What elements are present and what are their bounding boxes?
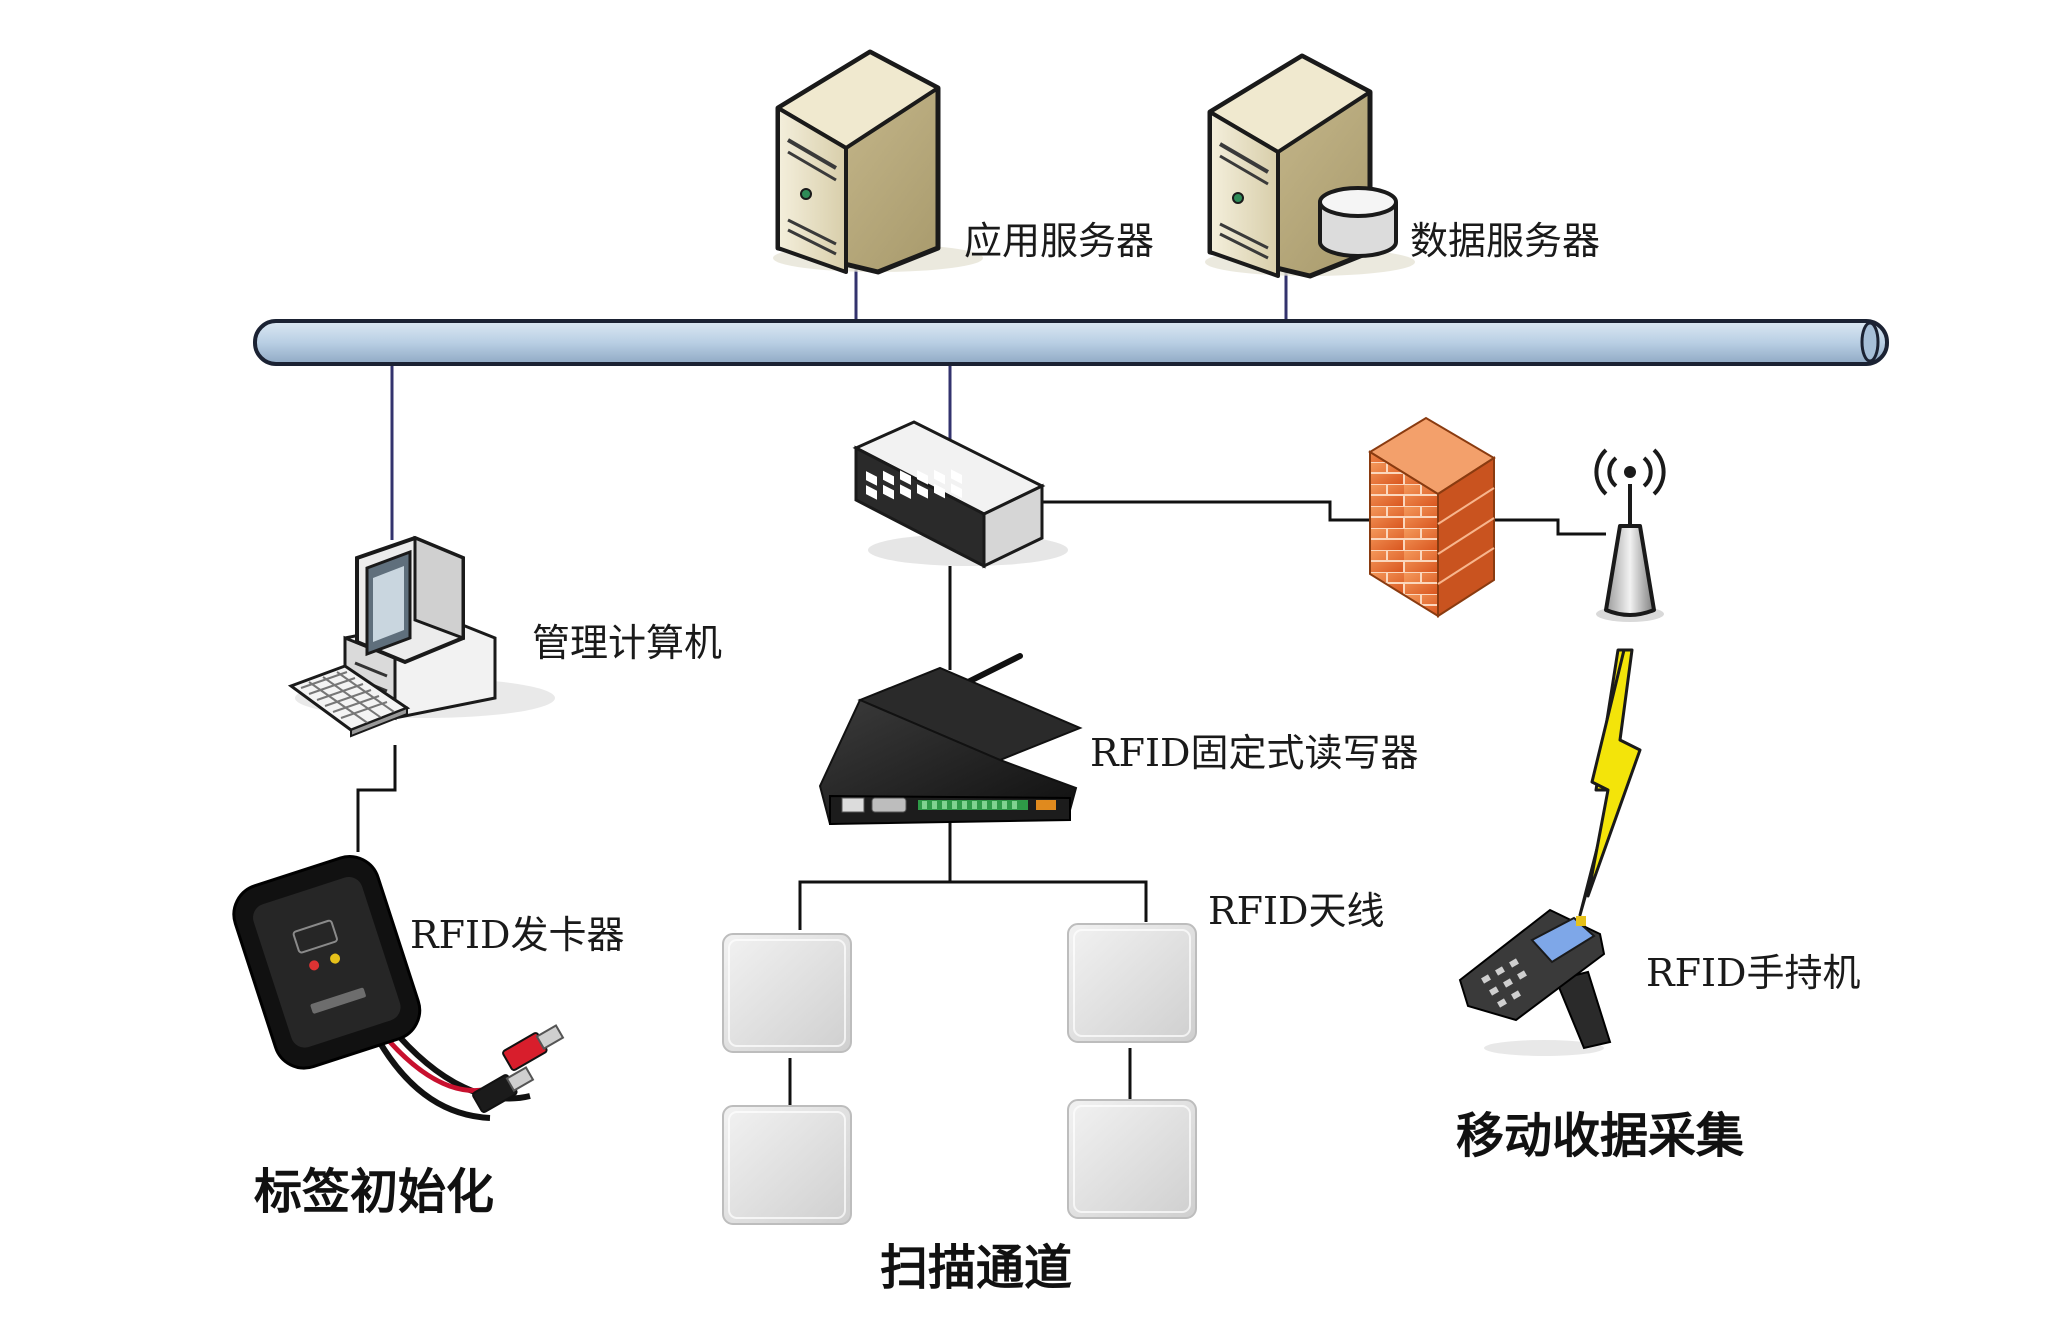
switch-to-firewall-link xyxy=(1040,500,1372,522)
computer-icon xyxy=(287,535,555,738)
network-bus xyxy=(253,319,1889,366)
card-issuer-icon xyxy=(232,855,565,1121)
scan-channel-caption: 扫描通道 xyxy=(880,1240,1072,1296)
antenna-panel-icon xyxy=(1067,923,1197,1043)
database-icon xyxy=(1318,186,1398,258)
data-server-label: 数据服务器 xyxy=(1410,219,1600,263)
fixed-reader-label: RFID固定式读写器 xyxy=(1090,731,1418,775)
rfid-reader-icon xyxy=(818,653,1083,826)
firewall-icon xyxy=(1368,416,1496,618)
handheld-label: RFID手持机 xyxy=(1646,951,1860,995)
firewall-to-tower-link xyxy=(1490,518,1606,536)
app-server-label: 应用服务器 xyxy=(964,219,1154,263)
lightning-icon xyxy=(1578,648,1642,917)
mobile-collect-caption: 移动收据采集 xyxy=(1456,1108,1744,1164)
antenna-panel-icon xyxy=(722,1105,852,1225)
connection-lines xyxy=(356,268,1606,1108)
server-icon xyxy=(773,49,983,275)
antenna-label: RFID天线 xyxy=(1208,889,1384,933)
wireless-tower-icon xyxy=(1594,448,1666,622)
antenna-panel-icon xyxy=(722,933,852,1053)
mgmt-pc-label: 管理计算机 xyxy=(532,621,722,665)
card-issuer-label: RFID发卡器 xyxy=(410,913,624,957)
switch-icon xyxy=(852,420,1068,569)
computer-to-issuer-link xyxy=(356,745,397,852)
antenna-panel-icon xyxy=(1067,1099,1197,1219)
antenna-bus-line xyxy=(798,880,1148,930)
tag-init-caption: 标签初始化 xyxy=(254,1164,494,1220)
handheld-scanner-icon xyxy=(1458,908,1612,1056)
